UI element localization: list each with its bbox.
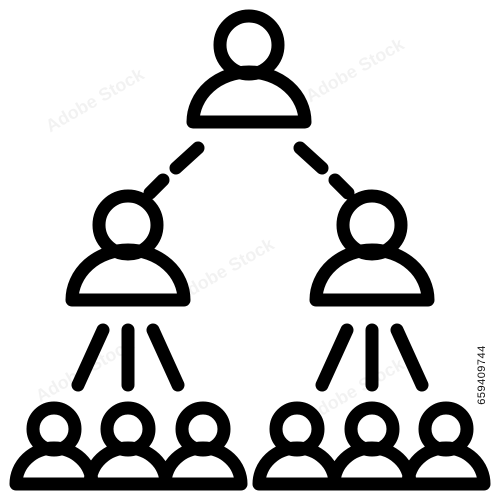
dashed-connector-right: [293, 141, 355, 200]
team-member-person-icon: [327, 401, 417, 491]
broadcast-rays-left: [71, 323, 185, 392]
manager-right-body: [309, 243, 435, 307]
broadcast-rays-right: [315, 323, 429, 392]
leader-body: [186, 65, 312, 129]
team-member-person-icon: [9, 401, 99, 491]
team-member-person-icon: [252, 401, 342, 491]
stock-id-text: 659409744: [476, 345, 488, 405]
manager-person-icon-left: [65, 189, 191, 307]
team-right: [252, 401, 491, 491]
team-member-person-icon: [158, 401, 248, 491]
leader-person-icon: [186, 9, 312, 129]
leader-head: [213, 9, 285, 81]
stock-id-label: 659409744: [462, 250, 500, 500]
dashed-connector-left: [143, 141, 205, 200]
team-left: [9, 401, 248, 491]
manager-left-body: [65, 243, 191, 307]
manager-person-icon-right: [309, 189, 435, 307]
team-member-person-icon: [401, 401, 491, 491]
team-member-person-icon: [83, 401, 173, 491]
